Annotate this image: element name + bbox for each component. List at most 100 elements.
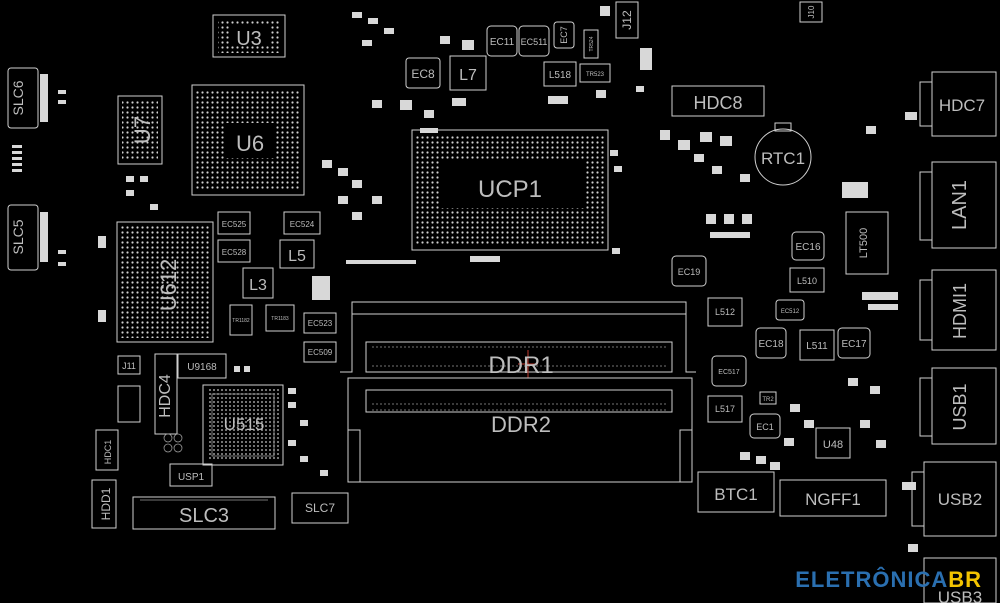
- hdd1-label: HDD1: [99, 487, 113, 520]
- l5-inductor[interactable]: L5: [279, 239, 315, 269]
- hdc1-label: HDC1: [103, 440, 113, 465]
- ec512-cap[interactable]: EC512: [775, 299, 805, 321]
- ec525-cap[interactable]: EC525: [217, 211, 251, 235]
- ec7-cap[interactable]: EC7: [553, 21, 575, 49]
- slc6-label: SLC6: [10, 80, 26, 115]
- u515-chip[interactable]: U515: [202, 384, 284, 466]
- ucp1-label: UCP1: [478, 176, 542, 203]
- ec1-label: EC1: [756, 422, 774, 432]
- hdd1-connector[interactable]: HDD1: [91, 479, 117, 529]
- u7-label: U7: [130, 116, 155, 144]
- hdc8-connector[interactable]: HDC8: [671, 85, 765, 117]
- ec517-cap[interactable]: EC517: [711, 355, 747, 387]
- ec509-label: EC509: [308, 348, 333, 357]
- rtc1-label: RTC1: [761, 149, 805, 168]
- slc3-connector[interactable]: SLC3: [132, 496, 276, 530]
- ngff1-slot[interactable]: NGFF1: [779, 479, 887, 517]
- l3-inductor[interactable]: L3: [242, 267, 274, 299]
- usb1-connector[interactable]: USB1: [919, 367, 997, 445]
- u7-chip[interactable]: U7: [117, 95, 163, 165]
- slc6-connector[interactable]: SLC6: [7, 67, 48, 129]
- ec524-label: EC524: [290, 220, 315, 229]
- hdc7-connector[interactable]: HDC7: [919, 71, 997, 137]
- ec17-cap[interactable]: EC17: [837, 327, 871, 359]
- lan1-label: LAN1: [949, 180, 971, 230]
- tr524-label: TR524: [589, 36, 595, 51]
- tr524-part[interactable]: TR524: [583, 29, 599, 59]
- l512-label: L512: [715, 307, 735, 317]
- u48-chip[interactable]: U48: [815, 427, 851, 459]
- u6-chip[interactable]: U6: [191, 84, 305, 196]
- u612-chip[interactable]: U612: [116, 221, 214, 343]
- tr523-part[interactable]: TR523: [579, 63, 611, 83]
- slc7-connector[interactable]: SLC7: [291, 492, 349, 524]
- tr1183-part[interactable]: TR1183: [265, 304, 295, 332]
- watermark-br: BR: [948, 567, 982, 592]
- usp1-connector[interactable]: USP1: [169, 463, 213, 487]
- tr2-part[interactable]: TR2: [759, 391, 777, 405]
- rtc1-battery[interactable]: RTC1: [754, 122, 812, 186]
- ec528-cap[interactable]: EC528: [217, 239, 251, 263]
- ec509-cap[interactable]: EC509: [303, 341, 337, 363]
- hdc7-label: HDC7: [939, 96, 985, 115]
- l5-label: L5: [288, 248, 306, 265]
- l517-inductor[interactable]: L517: [707, 395, 743, 423]
- smd-cluster-left: [12, 90, 66, 266]
- usp1-label: USP1: [178, 472, 205, 483]
- u9168-chip[interactable]: U9168: [177, 353, 227, 379]
- slc7-label: SLC7: [305, 501, 335, 515]
- slc5-connector[interactable]: SLC5: [7, 204, 48, 271]
- lan1-connector[interactable]: LAN1: [919, 161, 997, 249]
- l518-inductor[interactable]: L518: [543, 61, 577, 87]
- lt500-transformer[interactable]: LT500: [845, 211, 889, 275]
- l517-label: L517: [715, 404, 735, 414]
- ec18-cap[interactable]: EC18: [755, 327, 787, 359]
- l512-inductor[interactable]: L512: [707, 297, 743, 327]
- ddr2-label: DDR2: [491, 412, 551, 437]
- l510-label: L510: [797, 276, 817, 286]
- tr1182-label: TR1182: [232, 318, 250, 324]
- ddr2-slot[interactable]: DDR2: [347, 377, 693, 483]
- ec524-cap[interactable]: EC524: [283, 211, 321, 235]
- ec511-label: EC511: [521, 37, 548, 47]
- ec512-label: EC512: [781, 309, 800, 315]
- j12-label: J12: [620, 10, 634, 30]
- ec511-cap[interactable]: EC511: [518, 25, 550, 57]
- usb2-connector[interactable]: USB2: [911, 461, 997, 537]
- ec8-cap[interactable]: EC8: [405, 57, 441, 89]
- u3-chip[interactable]: U3: [212, 14, 286, 58]
- hdmi1-connector[interactable]: HDMI1: [919, 269, 997, 351]
- ec11-cap[interactable]: EC11: [486, 25, 518, 57]
- tr1182-part[interactable]: TR1182: [229, 304, 253, 336]
- slc3-label: SLC3: [179, 505, 229, 527]
- ec16-label: EC16: [795, 242, 820, 253]
- ec1-cap[interactable]: EC1: [749, 413, 781, 439]
- j10-connector[interactable]: J10: [799, 1, 823, 23]
- j11-connector[interactable]: J11: [117, 355, 141, 375]
- usb3-connector[interactable]: USB3: [923, 557, 997, 603]
- ddr1-slot[interactable]: DDR1: [340, 301, 696, 379]
- smd-cluster-mid-left: [98, 160, 416, 322]
- j12-connector[interactable]: J12: [615, 1, 639, 39]
- l3-label: L3: [249, 277, 267, 294]
- ucp1-cpu[interactable]: UCP1: [411, 129, 609, 251]
- l510-inductor[interactable]: L510: [789, 267, 825, 293]
- hdc1-connector[interactable]: HDC1: [95, 385, 141, 471]
- ec16-cap[interactable]: EC16: [791, 231, 825, 261]
- u612-label: U612: [156, 259, 181, 312]
- ec7-label: EC7: [559, 26, 569, 44]
- smd-cluster-top-center: [352, 6, 652, 262]
- l511-inductor[interactable]: L511: [799, 329, 835, 361]
- j11-label: J11: [122, 361, 136, 371]
- ngff1-label: NGFF1: [805, 490, 861, 509]
- ec19-cap[interactable]: EC19: [671, 255, 707, 287]
- u6-label: U6: [236, 131, 264, 156]
- hdc4-label: HDC4: [157, 374, 174, 418]
- l7-inductor[interactable]: L7: [449, 55, 487, 91]
- usb3-label: USB3: [938, 588, 982, 603]
- ec523-cap[interactable]: EC523: [303, 312, 337, 334]
- hdc4-connector[interactable]: HDC4: [154, 353, 178, 435]
- u515-label: U515: [224, 415, 265, 434]
- btc1-connector[interactable]: BTC1: [697, 471, 775, 513]
